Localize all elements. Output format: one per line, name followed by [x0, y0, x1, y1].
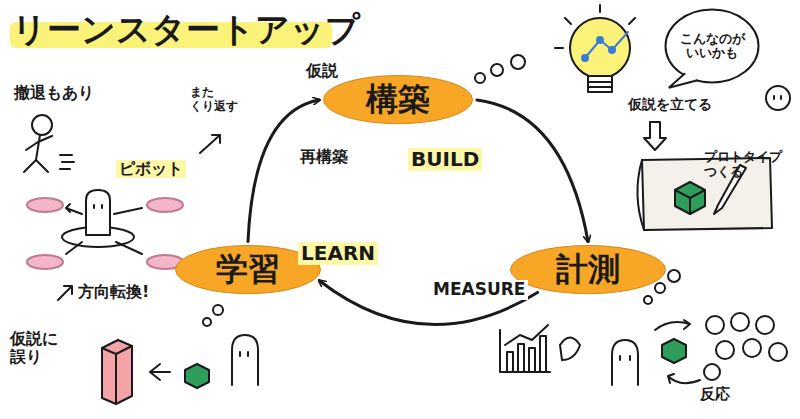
- note-label: BUILD: [408, 148, 482, 171]
- process-ellipse: 構築: [322, 74, 474, 125]
- note-label: また くり返す: [190, 86, 240, 114]
- note-label: MEASURE: [430, 280, 528, 300]
- note-label: 方向転換!: [78, 283, 149, 301]
- note-label: 仮説を立てる: [628, 96, 712, 112]
- cycle-arrow: [319, 281, 537, 325]
- note-label: 仮説: [306, 62, 338, 80]
- note-label: ピボット: [116, 160, 186, 178]
- note-label: 仮説に 誤り: [10, 330, 72, 367]
- note-label: 反応: [700, 386, 730, 403]
- node-text: 計測: [509, 252, 667, 287]
- note-label: 再構築: [300, 148, 348, 166]
- note-label: 撤退もあり: [14, 84, 94, 102]
- note-label: LEARN: [298, 242, 378, 265]
- node-text: こんなのが いいかも: [664, 32, 760, 61]
- speech-bubble: こんなのが いいかも: [664, 8, 760, 84]
- process-ellipse: 計測: [509, 244, 667, 295]
- cycle-arrow: [477, 100, 588, 241]
- title: リーンスタートアップ: [12, 10, 360, 49]
- cycle-arrow: [248, 100, 319, 241]
- node-text: 構築: [322, 82, 474, 117]
- note-label: プロトタイプ つくる: [704, 150, 796, 180]
